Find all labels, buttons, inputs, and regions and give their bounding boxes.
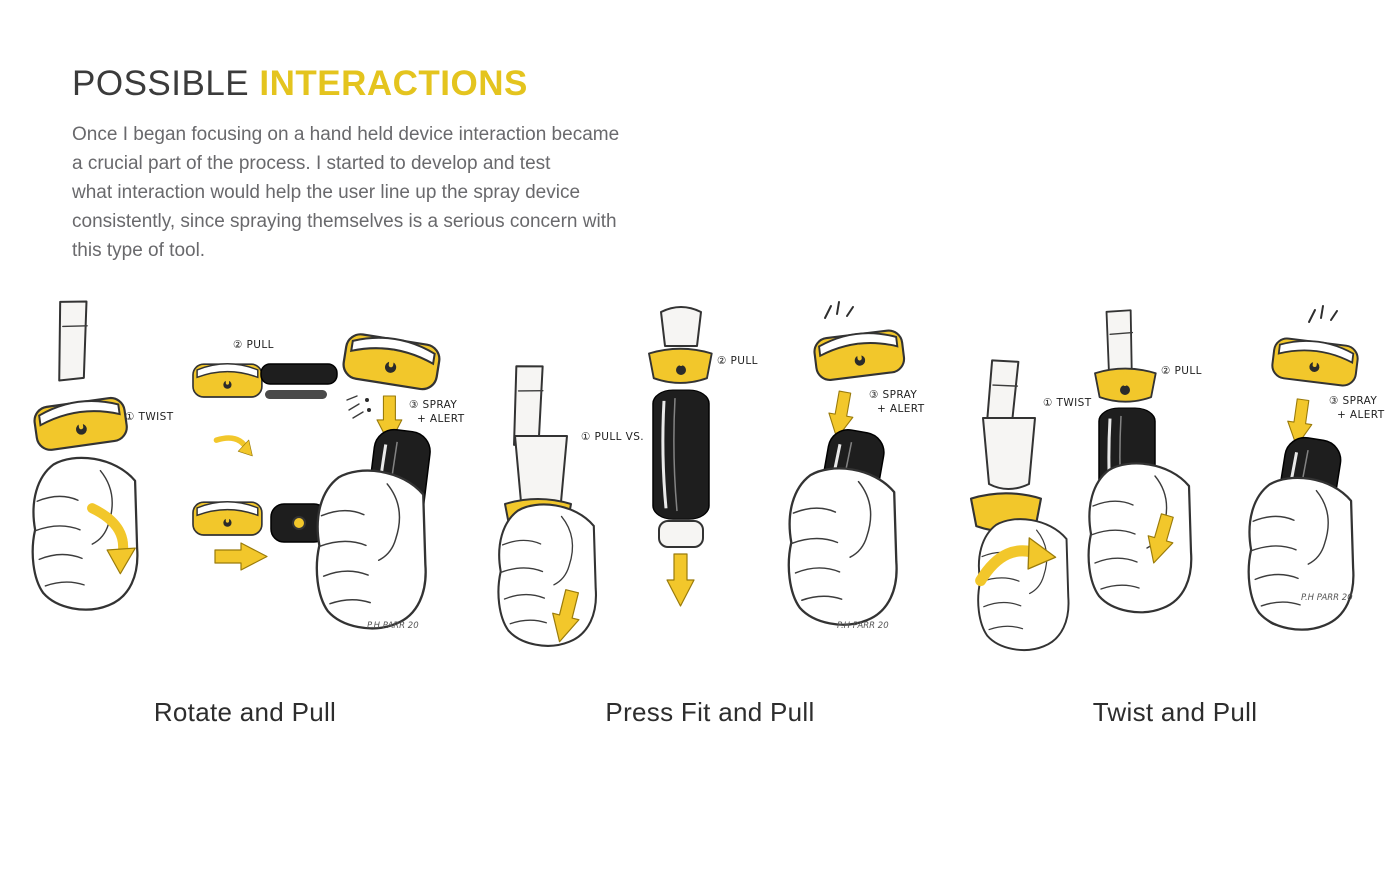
device-cap bbox=[33, 396, 129, 452]
caption-rotate-and-pull: Rotate and Pull bbox=[153, 697, 337, 727]
hand bbox=[1087, 462, 1193, 614]
device-cap-top bbox=[660, 306, 702, 347]
step-2-label: ② PULL bbox=[717, 355, 758, 367]
signature: P.H PARR 20 bbox=[837, 621, 889, 631]
title-accent: INTERACTIONS bbox=[259, 64, 528, 103]
device-cap bbox=[191, 362, 264, 399]
alert-burst-lines bbox=[1308, 305, 1338, 323]
sketch-press-fit-and-pull: ① PULL VS. ② PULL ③ SPRAY + ALERT P.H PA… bbox=[497, 301, 925, 647]
step-3-label: ③ SPRAY bbox=[409, 399, 457, 411]
pull-arrow-icon bbox=[214, 542, 268, 571]
group-press-fit-and-pull: ① PULL VS. ② PULL ③ SPRAY + ALERT P.H PA… bbox=[485, 298, 935, 728]
device-cap bbox=[813, 328, 906, 381]
nozzle-dot bbox=[1120, 385, 1130, 395]
sketch-twist-and-pull: ① TWIST ② PULL ③ SPRAY + ALERT P.H PARR … bbox=[969, 305, 1385, 652]
pull-arrow-icon bbox=[666, 553, 695, 607]
caption-twist-and-pull: Twist and Pull bbox=[1092, 697, 1258, 727]
step-3-label-2: + ALERT bbox=[877, 403, 925, 415]
signature: P.H PARR 20 bbox=[1301, 593, 1353, 603]
step-3-label-2: + ALERT bbox=[1337, 409, 1385, 421]
spray-lines bbox=[346, 395, 372, 419]
device-tube bbox=[260, 363, 338, 385]
device-cone bbox=[982, 417, 1036, 490]
intro-line: this type of tool. bbox=[72, 240, 206, 261]
signature: P.H PARR 20 bbox=[367, 621, 419, 631]
step-1-label: ① TWIST bbox=[1043, 397, 1092, 409]
header: POSSIBLE INTERACTIONS Once I began focus… bbox=[72, 64, 752, 265]
step-3-label-2: + ALERT bbox=[417, 413, 465, 425]
device-cap bbox=[1268, 334, 1362, 389]
device-stem bbox=[48, 296, 96, 385]
intro-line: consistently, since spraying themselves … bbox=[72, 211, 617, 232]
caption-press-fit-and-pull: Press Fit and Pull bbox=[605, 697, 815, 727]
intro-line: Once I began focusing on a hand held dev… bbox=[72, 124, 620, 145]
device-body bbox=[651, 388, 711, 521]
group-twist-and-pull: ① TWIST ② PULL ③ SPRAY + ALERT P.H PARR … bbox=[955, 298, 1395, 728]
sketch-rotate-and-pull: ① TWIST ② PULL ③ SPRAY + ALERT P. bbox=[25, 296, 465, 631]
alert-burst-lines bbox=[824, 301, 854, 319]
intro-line: what interaction would help the user lin… bbox=[72, 182, 581, 203]
intro-line: a crucial part of the process. I started… bbox=[72, 153, 551, 174]
device-cone bbox=[514, 435, 568, 508]
page-title: POSSIBLE INTERACTIONS bbox=[72, 64, 752, 104]
device-cap bbox=[341, 332, 441, 392]
step-3-label: ③ SPRAY bbox=[869, 389, 917, 401]
step-1-label: ① PULL VS. bbox=[581, 431, 644, 443]
step-2-label: ② PULL bbox=[233, 339, 274, 351]
sketch-row: ① TWIST ② PULL ③ SPRAY + ALERT P. bbox=[0, 296, 1400, 758]
step-1-label: ① TWIST bbox=[125, 411, 174, 423]
intro-paragraph: Once I began focusing on a hand held dev… bbox=[72, 120, 752, 265]
hand bbox=[315, 469, 427, 630]
device-button bbox=[292, 516, 306, 530]
rotate-arrow-icon bbox=[216, 425, 258, 462]
group-rotate-and-pull: ① TWIST ② PULL ③ SPRAY + ALERT P. bbox=[25, 296, 465, 728]
hand bbox=[497, 503, 598, 647]
hand bbox=[977, 518, 1070, 652]
hand bbox=[787, 467, 898, 626]
step-2-label: ② PULL bbox=[1161, 365, 1202, 377]
device-base bbox=[658, 520, 704, 548]
step-3-label: ③ SPRAY bbox=[1329, 395, 1377, 407]
nozzle-dot bbox=[676, 365, 686, 375]
device-tube-shadow bbox=[265, 390, 327, 399]
hand bbox=[1247, 476, 1355, 631]
title-primary: POSSIBLE bbox=[72, 64, 250, 103]
device-cap bbox=[191, 500, 264, 537]
